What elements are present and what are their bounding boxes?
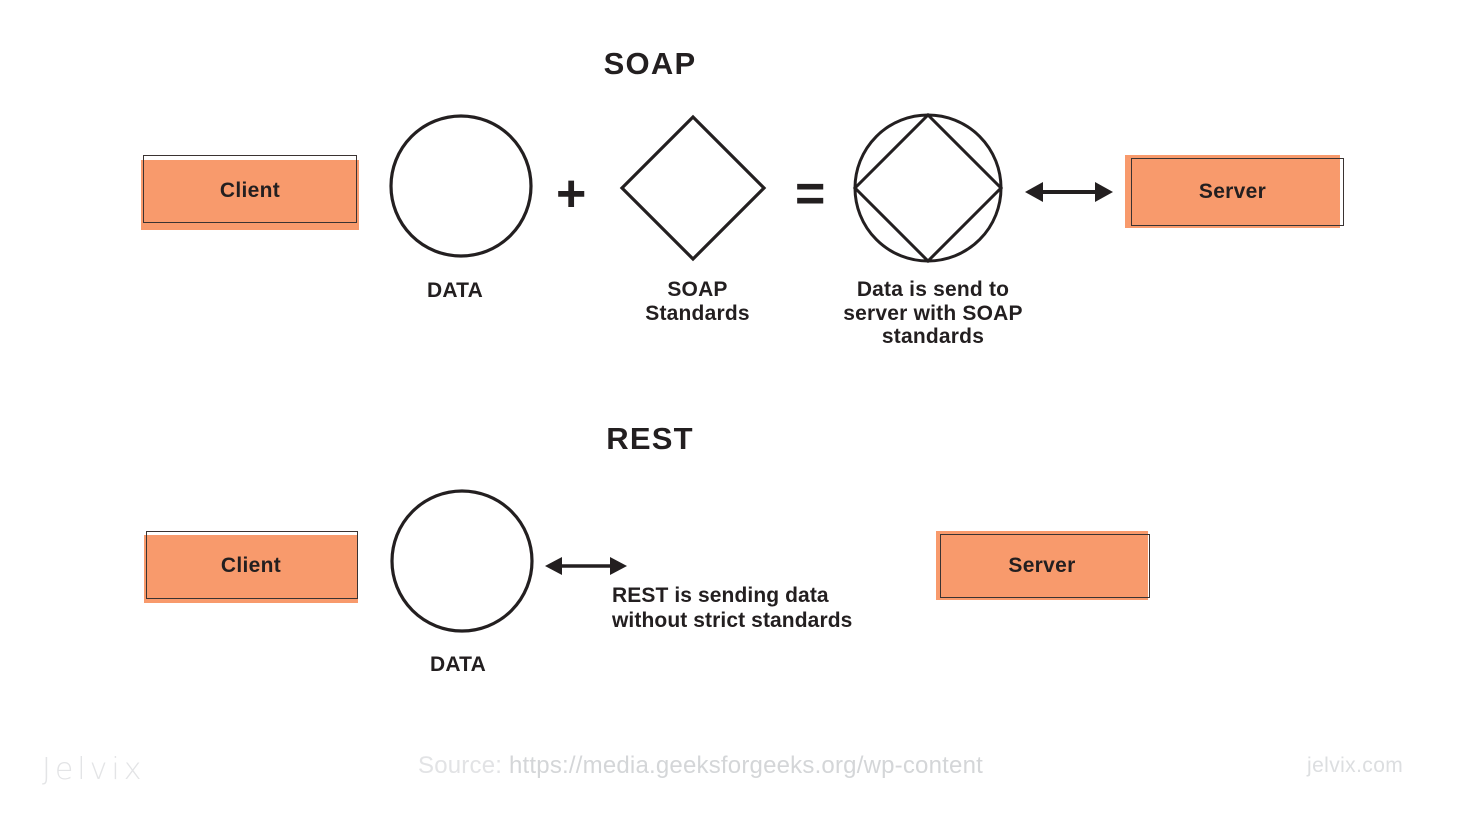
soap-result-circle-diamond-icon <box>852 112 1004 264</box>
soap-standards-caption: SOAP Standards <box>645 278 750 325</box>
soap-server-fill <box>1125 155 1340 228</box>
source-label: Source: <box>418 752 503 779</box>
soap-server-label: Server <box>1198 179 1267 203</box>
rest-client-box: Client <box>144 531 358 603</box>
soap-server-box: Server <box>1125 155 1344 228</box>
soap-server-outline <box>1131 158 1344 226</box>
rest-data-caption: DATA <box>429 653 486 676</box>
soap-section-title: SOAP <box>603 46 697 81</box>
rest-description-text: REST is sending data without strict stan… <box>612 584 853 633</box>
soap-client-outline <box>143 155 357 223</box>
rest-section-title: REST <box>606 421 694 456</box>
source-url: https://media.geeksforgeeks.org/wp-conte… <box>509 752 983 779</box>
rest-client-outline <box>146 531 358 599</box>
rest-server-fill <box>936 531 1148 600</box>
soap-standards-diamond-icon <box>619 114 767 262</box>
soap-result-caption: Data is send to server with SOAP standar… <box>843 278 1023 349</box>
soap-client-box: Client <box>141 155 359 230</box>
rest-data-circle-icon <box>390 489 534 633</box>
rest-client-fill <box>144 535 358 603</box>
equals-operator: = <box>795 165 826 223</box>
soap-bidirectional-arrow-icon <box>1025 182 1113 202</box>
soap-data-circle-icon <box>389 114 533 258</box>
soap-client-fill <box>141 160 359 230</box>
rest-client-label: Client <box>220 554 282 577</box>
jelvix-logo: Jelvix <box>42 752 146 787</box>
site-url: jelvix.com <box>1307 754 1404 777</box>
rest-server-outline <box>940 534 1150 598</box>
rest-server-label: Server <box>1008 553 1076 577</box>
soap-data-caption: DATA <box>426 279 483 302</box>
rest-server-box: Server <box>936 531 1150 600</box>
source-attribution: Source: https://media.geeksforgeeks.org/… <box>418 752 983 780</box>
rest-bidirectional-arrow-icon <box>545 557 627 575</box>
soap-client-label: Client <box>219 179 281 202</box>
plus-operator: + <box>556 165 587 223</box>
